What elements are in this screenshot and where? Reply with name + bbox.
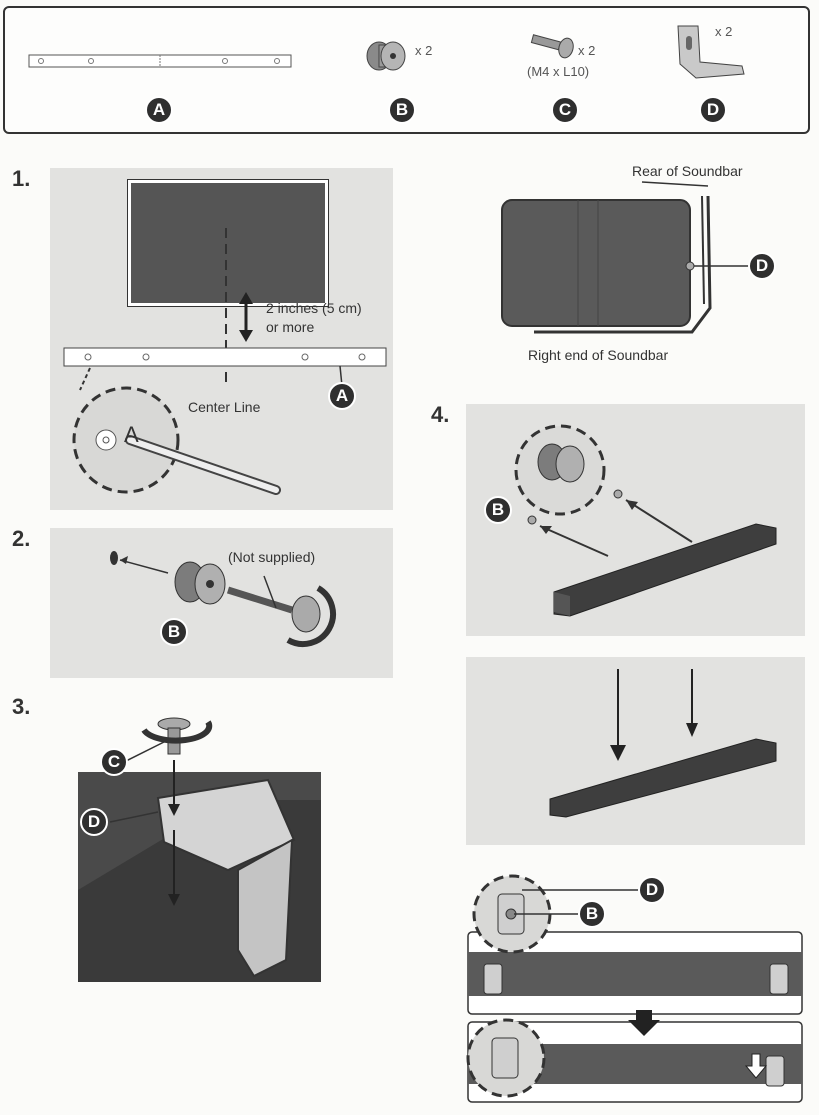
- bracket-detail-illustration: [466, 874, 803, 1103]
- soundbar-side-view-illustration: [501, 181, 750, 334]
- rear-of-soundbar-label: Rear of Soundbar: [632, 163, 743, 179]
- part-c-spec: (M4 x L10): [527, 64, 590, 79]
- step-3-callout-c: C: [100, 748, 128, 776]
- part-c-quantity: x 2: [578, 43, 596, 58]
- right-end-of-soundbar-label: Right end of Soundbar: [528, 347, 669, 363]
- step-4-callout-b-top: B: [484, 496, 512, 524]
- wall-mount-template-illustration: [28, 54, 292, 68]
- tv-illustration: [127, 179, 329, 307]
- part-d-badge: D: [699, 96, 727, 124]
- part-d-quantity: x 2: [715, 24, 733, 39]
- soundbar-spacer-install-illustration: [514, 424, 777, 617]
- spacer-screw-illustration: [110, 551, 337, 647]
- part-b-badge: B: [388, 96, 416, 124]
- part-b-quantity: x 2: [415, 43, 433, 58]
- step-3-number: 3.: [12, 694, 31, 719]
- step-2-number: 2.: [12, 526, 31, 551]
- center-line-label: Center Line: [188, 399, 261, 415]
- step-2-callout-b: B: [160, 618, 188, 646]
- step-3-callout-d: D: [80, 808, 108, 836]
- part-c-badge: C: [551, 96, 579, 124]
- not-supplied-label: (Not supplied): [228, 549, 316, 565]
- step-3-bracket-illustration: [78, 717, 321, 982]
- parts-list-box: A x 2 B x 2 (M4 x L10) C x 2 D: [3, 6, 810, 134]
- step-1-panel: 2 inches (5 cm) or more Center Line A A: [50, 168, 393, 510]
- step-4-panel-middle: [466, 657, 805, 845]
- step-1-number: 1.: [12, 166, 31, 191]
- distance-label-line1: 2 inches (5 cm): [266, 300, 362, 316]
- step-4-callout-b-bottom: B: [578, 900, 606, 928]
- screw-icon: [530, 34, 574, 59]
- step-1-callout-a: A: [328, 382, 356, 410]
- soundbar-hanging-illustration: [549, 669, 777, 818]
- step-4-callout-d-bottom: D: [638, 876, 666, 904]
- bracket-holder-icon: [677, 25, 745, 79]
- part-a-badge: A: [145, 96, 173, 124]
- center-line-marker: [63, 228, 387, 495]
- step-4-panel-top: B: [466, 404, 805, 636]
- side-view-callout-d: D: [748, 252, 776, 280]
- zoom-letter-a: A: [124, 422, 139, 447]
- holder-screw-spacer-icon: [366, 41, 406, 71]
- step-2-panel: (Not supplied) B: [50, 528, 393, 678]
- step-4-number: 4.: [431, 402, 450, 427]
- distance-label-line2: or more: [266, 319, 315, 335]
